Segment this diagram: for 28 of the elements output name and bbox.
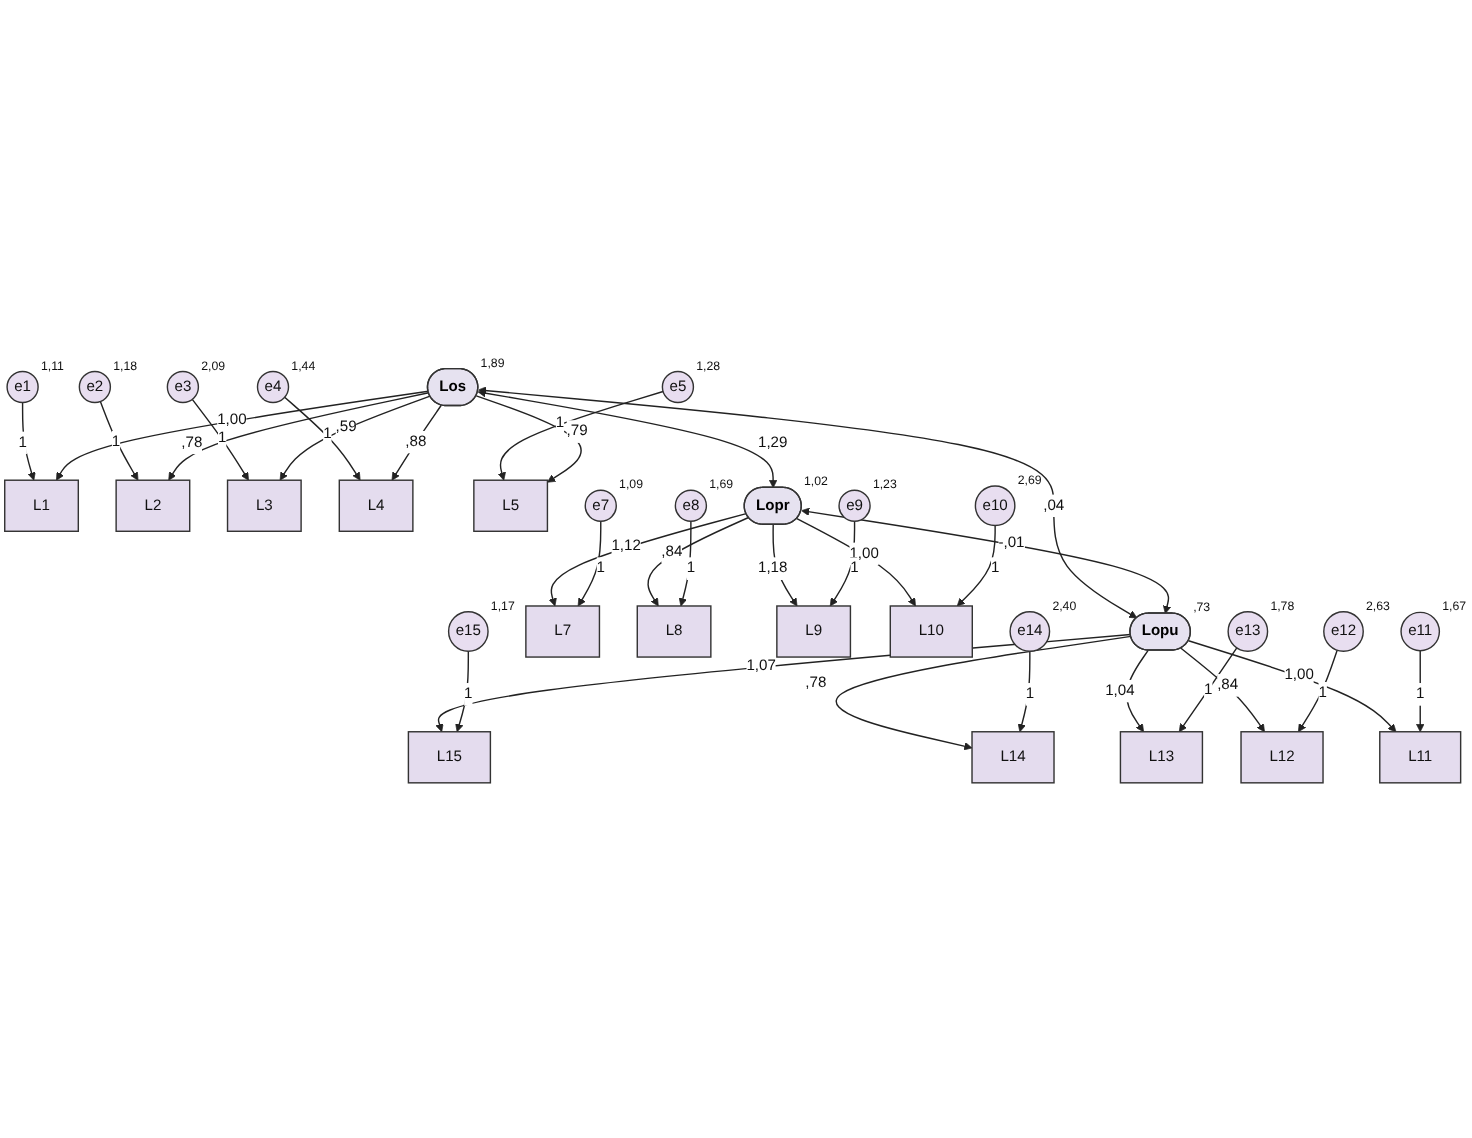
arrow <box>647 516 750 606</box>
arrow <box>284 395 361 480</box>
arrow <box>801 506 1172 614</box>
arrow <box>548 512 747 606</box>
arrow <box>1416 649 1425 732</box>
arrow <box>1125 648 1149 732</box>
arrow <box>678 519 692 606</box>
arrow <box>455 649 470 732</box>
arrow <box>168 391 430 480</box>
arrow <box>772 523 798 606</box>
arrow <box>1297 648 1338 732</box>
arrow <box>477 388 778 488</box>
arrow <box>1017 649 1031 732</box>
arrow <box>191 397 249 480</box>
arrow <box>835 634 1132 750</box>
arrow <box>1178 646 1238 732</box>
arrow <box>478 385 1138 618</box>
arrow <box>956 523 996 606</box>
arrow <box>99 400 139 480</box>
arrow <box>1187 639 1397 732</box>
arrow <box>279 394 431 480</box>
arrow <box>56 389 430 480</box>
arrow <box>1180 646 1265 732</box>
arrow <box>475 394 582 482</box>
arrow <box>21 401 36 480</box>
arrow <box>391 403 442 480</box>
arrow <box>497 390 664 480</box>
arrow <box>577 519 602 606</box>
